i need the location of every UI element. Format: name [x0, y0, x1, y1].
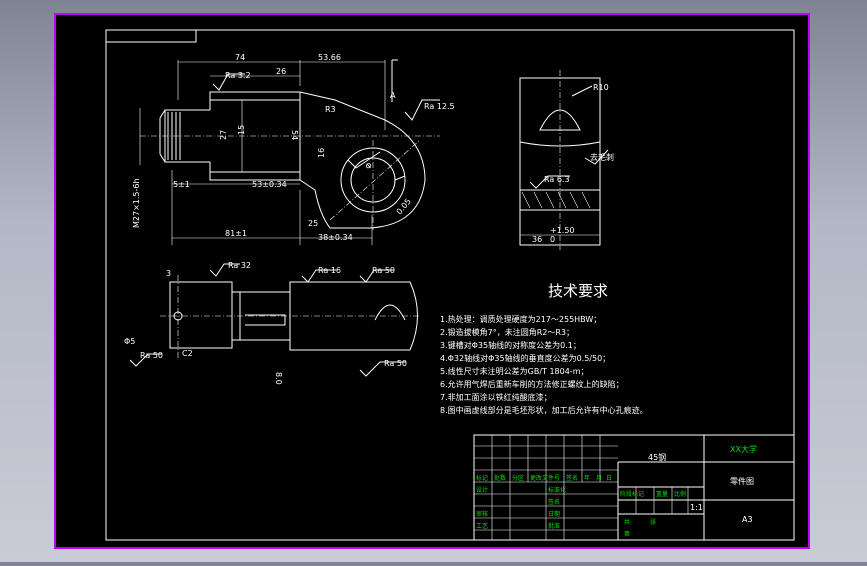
dim-53-66: 53.66 — [318, 53, 341, 62]
sheet-border — [54, 13, 810, 549]
roughness-ra3-2: Ra 3.2 — [225, 71, 251, 80]
dim-phi: Φ — [364, 161, 375, 172]
requirement-item: 3.键槽对Φ35轴线的对称度公差为0.1； — [440, 340, 581, 350]
chamfer-c2: C2 — [182, 349, 193, 358]
dim-53-34: 53±0.34 — [252, 180, 287, 189]
side-view: Ra 32 Ra 16 Ra 50 Ra 50 Ra 50 3 Φ5 C2 8.… — [124, 261, 420, 385]
row-process: 工艺 — [476, 522, 488, 530]
dim-8: 8.0 — [274, 372, 283, 385]
requirement-item: 7.非加工面涂以铁红纯酸底漆； — [440, 392, 552, 402]
roughness-ra12-5: Ra 12.5 — [424, 102, 455, 111]
weight: 重量 — [656, 490, 668, 498]
ratio: 比例 — [674, 490, 686, 498]
dim-25: 25 — [308, 219, 318, 228]
roughness-ra32: Ra 32 — [228, 261, 251, 270]
row-standard: 标准化 — [548, 486, 566, 494]
frame-border — [105, 29, 795, 541]
front-view: 74 53.66 26 Ra 3.2 Ra 12.5 A R3 5±1 53±0… — [132, 53, 455, 245]
hdr-zone: 分区 — [512, 474, 524, 482]
technical-requirements: 技术要求 1.热处理：调质处理硬度为217～255HBW； 2.锻造拔模角7°，… — [440, 282, 648, 415]
dim-38: 38±0.34 — [318, 233, 353, 242]
hdr-count: 处数 — [494, 474, 506, 482]
sheets-num: 张 — [650, 518, 656, 526]
material: 45钢 — [648, 452, 666, 462]
dim-54: 54 — [290, 130, 299, 140]
roughness-ra50-top: Ra 50 — [372, 266, 395, 275]
sheet-size: A3 — [742, 515, 753, 524]
hdr-change-no: 更改文件号 — [530, 474, 560, 482]
row-dated: 日期 — [548, 510, 560, 518]
section-label-a: A — [390, 91, 396, 100]
tol-lower: 0 — [550, 235, 555, 244]
hdr-year: 年 — [584, 474, 590, 482]
dim-3: 3 — [166, 269, 171, 278]
dim-74: 74 — [235, 53, 245, 62]
note-deburr: 去毛刺 — [590, 152, 614, 162]
dim-16: 16 — [317, 148, 326, 158]
section-view: R10 去毛刺 Ra 6.3 36 +1.50 0 — [519, 70, 614, 250]
roughness-ra6-3: Ra 6.3 — [544, 175, 570, 184]
hdr-mark: 标记 — [476, 474, 488, 482]
tol-upper: +1.50 — [550, 226, 575, 235]
requirement-item: 4.Φ32轴线对Φ35轴线的垂直度公差为0.5/50； — [440, 353, 610, 363]
school-name: XX大学 — [730, 444, 757, 454]
dim-36: 36 — [532, 235, 542, 244]
requirement-item: 1.热处理：调质处理硬度为217～255HBW； — [440, 314, 601, 324]
row-signed: 签名 — [548, 498, 560, 506]
dim-27: 27 — [219, 130, 228, 140]
dim-r3: R3 — [325, 105, 336, 114]
hdr-sign: 签名 — [566, 474, 578, 482]
drawing-name: 零件图 — [730, 476, 754, 486]
dim-26: 26 — [276, 67, 286, 76]
dim-81: 81±1 — [225, 229, 247, 238]
reverse-code-box — [105, 29, 197, 43]
requirements-title: 技术要求 — [548, 282, 608, 300]
requirement-item: 8.图中画虚线部分是毛坯形状，加工后允许有中心孔痕迹。 — [440, 405, 648, 415]
requirement-item: 2.锻造拔模角7°，未注圆角R2～R3； — [440, 327, 574, 337]
requirement-item: 5.线性尺寸未注明公差为GB/T 1804-m； — [440, 366, 588, 376]
row-design: 设计 — [476, 486, 488, 494]
hdr-day: 日 — [606, 475, 612, 482]
roughness-ra50-right: Ra 50 — [384, 359, 407, 368]
dim-phi5: Φ5 — [124, 337, 135, 346]
title-block: 45钢 XX大学 零件图 A3 1:1 标记 处数 分区 更改文件号 签名 年 … — [473, 434, 795, 541]
dim-r10: R10 — [593, 83, 609, 92]
roughness-ra50-left: Ra 50 — [140, 351, 163, 360]
stage-mark: 阶段标记 — [620, 490, 644, 498]
thread-callout: M27×1.5-6h — [132, 178, 141, 228]
row-review: 审核 — [476, 510, 488, 518]
row-approve: 批准 — [548, 522, 560, 530]
sheets-total: 共 — [624, 518, 630, 526]
hdr-month: 月 — [596, 475, 602, 482]
requirement-item: 6.允许用气焊后重新车削的方法修正螺纹上的缺陷； — [440, 379, 624, 389]
sheet-of: 第 — [624, 530, 630, 538]
dim-5: 5±1 — [173, 180, 190, 189]
dim-15: 15 — [237, 125, 246, 135]
roughness-ra16: Ra 16 — [318, 266, 341, 275]
scale: 1:1 — [690, 503, 703, 512]
